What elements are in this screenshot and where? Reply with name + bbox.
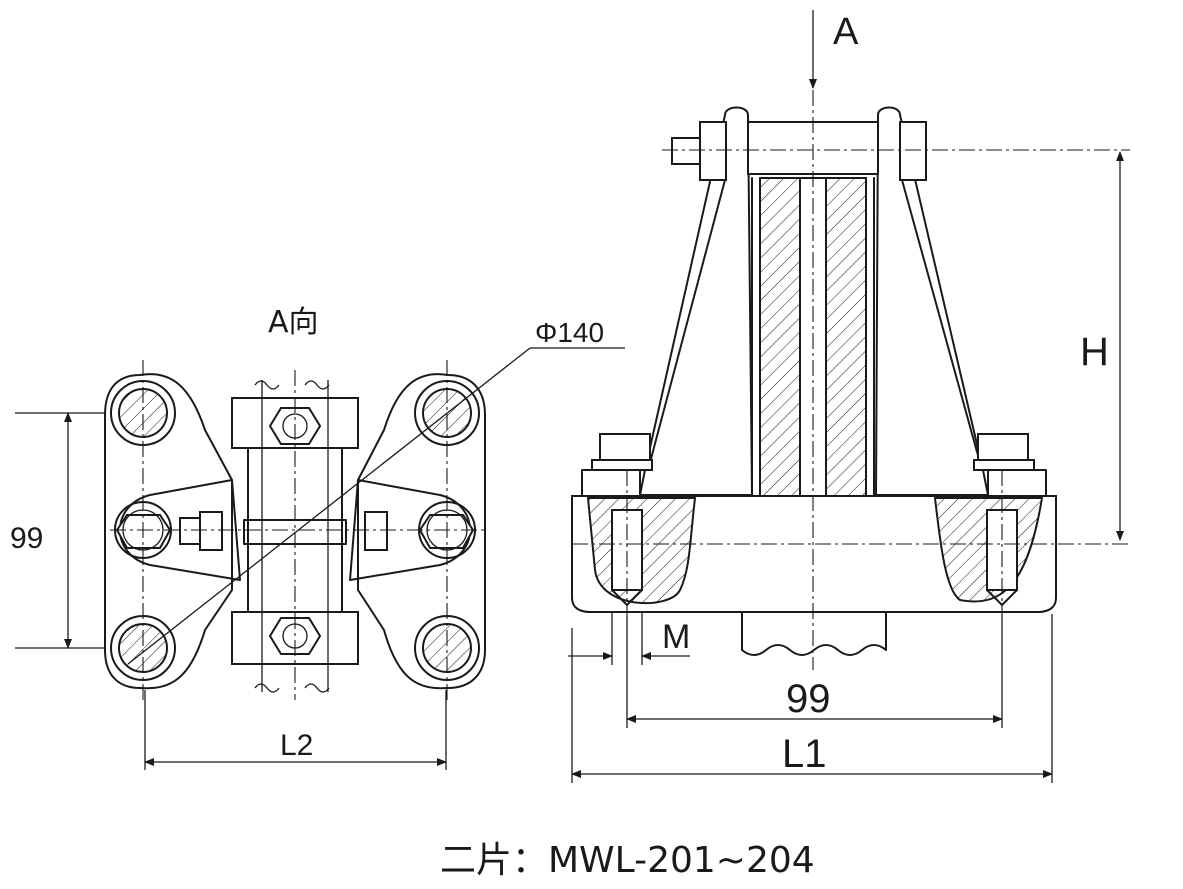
model-caption: 二片：MWL-201~204 xyxy=(440,840,815,881)
right-clamp-plate xyxy=(357,373,486,690)
right-gusset xyxy=(875,106,989,496)
view-title: A向 xyxy=(268,305,319,340)
dim-l1: L1 xyxy=(782,732,827,776)
conductor-right xyxy=(825,177,867,497)
anchor-bolt-left xyxy=(611,509,643,591)
dim-h: H xyxy=(1080,330,1109,374)
diameter-label: Φ140 xyxy=(535,317,604,348)
view-arrow-label: A xyxy=(833,11,859,53)
dim-left-vertical: 99 xyxy=(10,522,43,555)
support-stem xyxy=(741,611,887,656)
top-view-a: Φ140 99 L2 A向 xyxy=(10,305,625,770)
front-view: A xyxy=(568,10,1130,783)
dim-right-99: 99 xyxy=(786,677,831,721)
dim-l2: L2 xyxy=(280,729,313,762)
conductor-left xyxy=(759,177,801,497)
dim-m: M xyxy=(662,618,690,656)
left-clamp-plate xyxy=(104,373,233,690)
